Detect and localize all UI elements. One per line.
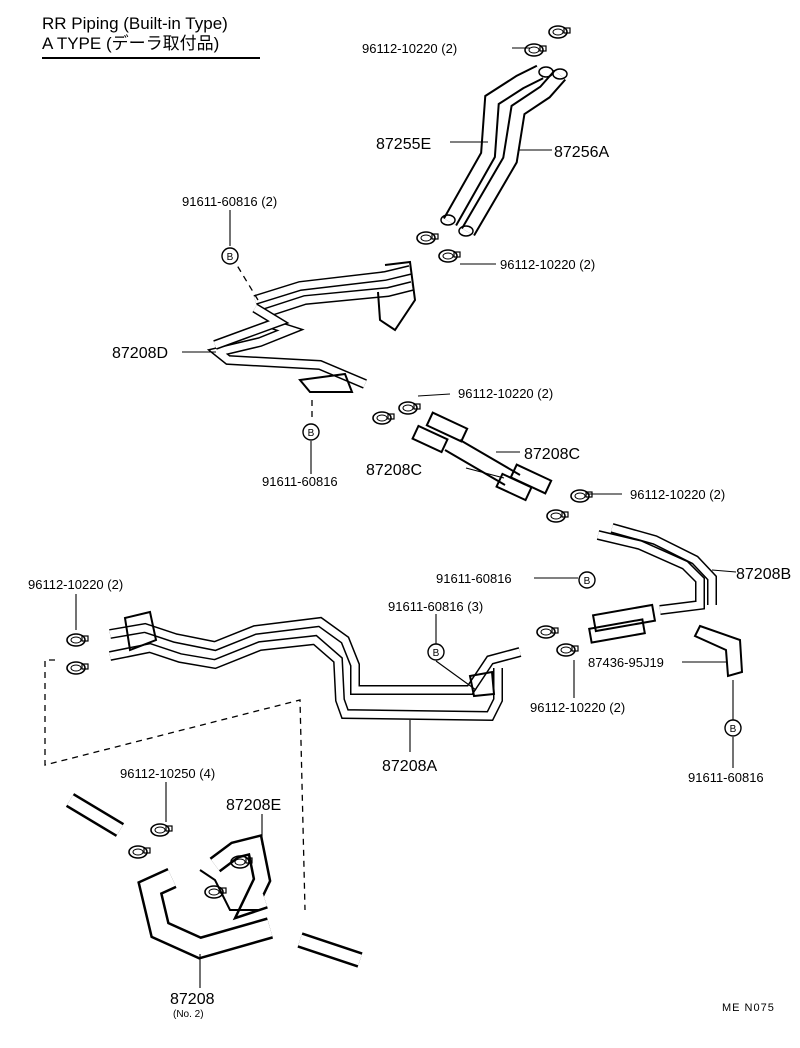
label-87208-no2: (No. 2) <box>173 1009 204 1020</box>
hose-87255E-87256A <box>440 64 568 237</box>
hose-87208E <box>199 833 272 921</box>
pipe-87208B <box>588 523 744 678</box>
diagram-title-line1: RR Piping (Built-in Type) <box>42 14 228 33</box>
label-91611-60816-d: 91611-60816 (3) <box>388 599 483 614</box>
part-labels: 96112-10220 (2) 87255E 87256A 91611-6081… <box>28 41 791 1020</box>
label-87256A: 87256A <box>554 144 609 161</box>
bolt-markers: B B B B B <box>221 247 742 737</box>
label-96112-10220-b: 96112-10220 (2) <box>500 257 595 272</box>
label-96112-10220-c: 96112-10220 (2) <box>458 386 553 401</box>
label-87208B: 87208B <box>736 566 791 583</box>
pipe-87208A <box>109 610 522 722</box>
label-96112-10220-d: 96112-10220 (2) <box>630 487 725 502</box>
label-87208C-a: 87208C <box>524 446 580 463</box>
label-91611-60816-b: 91611-60816 <box>262 474 338 489</box>
diagram-code: ME N075 <box>722 1002 775 1014</box>
label-87208C-b: 87208C <box>366 462 422 479</box>
hose-87208-No2 <box>65 793 363 968</box>
pipe-87208D <box>206 260 417 393</box>
diagram-title-line2: A TYPE (デーラ取付品) <box>42 34 220 53</box>
label-96112-10220-e: 96112-10220 (2) <box>28 577 123 592</box>
label-87208D: 87208D <box>112 345 168 362</box>
clamps-left <box>66 633 89 675</box>
label-87208A: 87208A <box>382 758 437 775</box>
hose-87208C <box>411 411 553 502</box>
label-96112-10220-a: 96112-10220 (2) <box>362 41 457 56</box>
bolt-marker-b3: B <box>584 576 591 587</box>
label-87436-95J19: 87436-95J19 <box>588 655 664 670</box>
title-underline <box>42 57 260 59</box>
label-96112-10250: 96112-10250 (4) <box>120 766 215 781</box>
bolt-marker-b5: B <box>730 724 737 735</box>
clamps-right <box>536 625 579 657</box>
detail-dashed-outline <box>44 261 313 911</box>
leader-lines <box>75 47 737 988</box>
label-87208E: 87208E <box>226 797 281 814</box>
label-87255E: 87255E <box>376 136 431 153</box>
bolt-marker-b2: B <box>308 428 315 439</box>
label-91611-60816-c: 91611-60816 <box>436 571 512 586</box>
label-96112-10220-f: 96112-10220 (2) <box>530 700 625 715</box>
bolt-marker-b4: B <box>433 648 440 659</box>
label-91611-60816-e: 91611-60816 <box>688 770 764 785</box>
bolt-marker-b1: B <box>227 252 234 263</box>
label-91611-60816-a: 91611-60816 (2) <box>182 194 277 209</box>
label-87208: 87208 <box>170 991 215 1008</box>
